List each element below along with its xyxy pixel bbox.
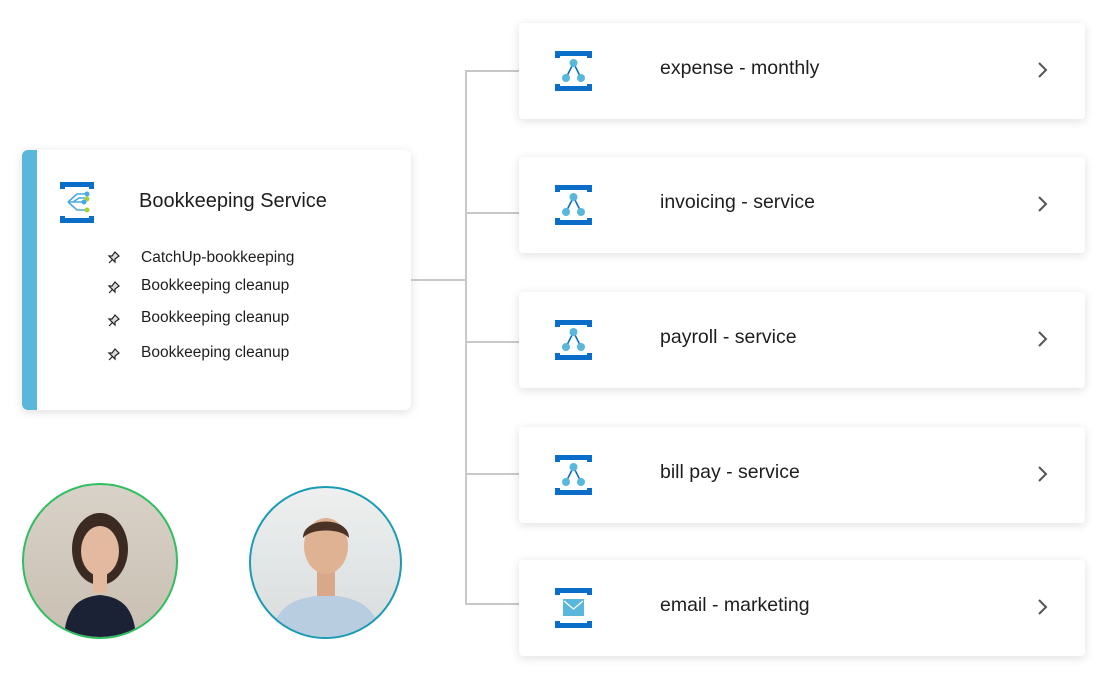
pipeline-icon (555, 320, 592, 360)
chevron-right-icon[interactable] (1036, 193, 1050, 215)
pipeline-icon (555, 51, 592, 91)
accent-bar (22, 150, 37, 410)
chevron-right-icon[interactable] (1036, 463, 1050, 485)
pinned-item[interactable]: Bookkeeping cleanup (141, 309, 290, 326)
connector-line (465, 473, 519, 475)
email-icon (555, 588, 592, 628)
chevron-right-icon[interactable] (1036, 328, 1050, 350)
pipeline-icon (555, 455, 592, 495)
pinned-item[interactable]: CatchUp-bookkeeping (141, 249, 295, 266)
connector-line (465, 70, 467, 604)
service-label: email - marketing (660, 594, 810, 616)
chevron-right-icon[interactable] (1036, 59, 1050, 81)
service-card[interactable]: email - marketing (519, 560, 1085, 656)
pin-icon (107, 348, 120, 361)
service-label: expense - monthly (660, 57, 820, 79)
connector-line (411, 279, 466, 281)
pin-icon (107, 251, 120, 264)
connector-line (465, 212, 519, 214)
service-card[interactable]: expense - monthly (519, 23, 1085, 119)
connector-line (465, 70, 519, 72)
pinned-item[interactable]: Bookkeeping cleanup (141, 344, 290, 361)
service-label: payroll - service (660, 326, 797, 348)
chevron-right-icon[interactable] (1036, 596, 1050, 618)
pin-icon (107, 314, 120, 327)
service-card[interactable]: invoicing - service (519, 157, 1085, 253)
pipeline-icon (555, 185, 592, 225)
connector-line (465, 341, 519, 343)
service-tree-icon (60, 182, 94, 223)
service-card[interactable]: bill pay - service (519, 427, 1085, 523)
avatar-woman (22, 483, 178, 639)
connector-line (465, 603, 519, 605)
pin-icon (107, 281, 120, 294)
service-label: bill pay - service (660, 461, 800, 483)
service-label: invoicing - service (660, 191, 815, 213)
pinned-item[interactable]: Bookkeeping cleanup (141, 277, 290, 294)
avatar-man (249, 486, 402, 639)
main-card-title: Bookkeeping Service (139, 190, 327, 212)
service-card[interactable]: payroll - service (519, 292, 1085, 388)
